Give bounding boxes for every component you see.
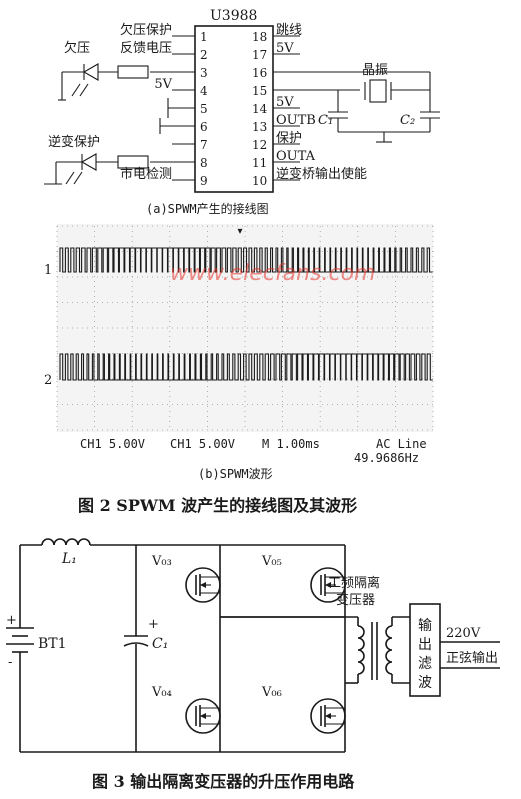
mosfet-group: [185, 567, 346, 734]
q3-label: V₀₃: [151, 554, 172, 569]
left-pin-number: 9: [200, 174, 208, 188]
right-pin-number: 16: [252, 66, 267, 80]
led-inverter-protect-diode: [80, 153, 97, 171]
left-pin-number: 8: [200, 156, 208, 170]
right-pin-group: 18 跳线 17 5V 16 15 14 5V 13 OUTB 12 保护 11 OUTA 10 逆变桥输出使…: [252, 23, 367, 188]
right-pin-number: 17: [252, 48, 267, 62]
right-pin-number: 14: [252, 102, 268, 116]
mosfet-body: [185, 567, 221, 603]
caption-b: (b)SPWM波形: [198, 467, 273, 481]
crystal-body: [369, 79, 387, 103]
right-pin-label: 逆变桥输出使能: [276, 166, 367, 182]
figure3-title: 图 3 输出隔离变压器的升压作用电路: [92, 772, 355, 791]
left-pin-label: 市电检测: [120, 166, 172, 182]
status-time: M 1.00ms: [262, 437, 320, 451]
status-frequency: 49.9686Hz: [354, 451, 419, 465]
right-pin-label: 5V: [276, 95, 294, 110]
filter-label-char: 滤: [418, 656, 432, 672]
chip-name: U3988: [210, 8, 257, 24]
inductor-label: L₁: [61, 551, 77, 567]
output-filter-box: [409, 603, 441, 697]
led-inverter-protect-label: 逆变保护: [48, 134, 100, 150]
q5-label: V₀₅: [261, 554, 282, 569]
right-pin-number: 10: [252, 174, 267, 188]
right-pin-number: 15: [252, 84, 267, 98]
mosfet-body: [310, 567, 346, 603]
q6-label: V₀₆: [261, 685, 282, 700]
mosfet-arrow: [200, 713, 206, 719]
mosfet-body: [310, 698, 346, 734]
right-pin-label: OUTB: [276, 113, 316, 128]
watermark: www.elecfans.com: [170, 261, 375, 286]
left-pin-number: 1: [200, 30, 208, 44]
mosfet-body: [185, 698, 221, 734]
u3988-chip-body: [194, 25, 274, 193]
cap-plus: +: [148, 617, 159, 632]
ch1-marker: 1: [44, 263, 52, 278]
transformer-primary-coil: [357, 625, 365, 675]
cap-label: C₁: [152, 636, 168, 652]
transformer-secondary-coil: [385, 625, 393, 675]
led1-arrow-2: [79, 83, 89, 97]
caption-a: (a)SPWM产生的接线图: [146, 201, 269, 216]
battery-plus: +: [6, 613, 17, 628]
left-pin-number: 4: [200, 84, 208, 98]
crystal-label: 晶振: [362, 63, 388, 78]
mosfet-arrow: [325, 713, 331, 719]
scope-grid: [56, 225, 434, 431]
led-undervoltage-diode: [82, 63, 99, 81]
mosfet-arrow: [325, 582, 331, 588]
oscilloscope-screen: ▾ 1 2 www.elecfans.com CH1 5.00V CH1 5.0…: [44, 224, 434, 481]
filter-label-char: 输: [418, 618, 432, 634]
left-pin-number: 2: [200, 48, 208, 62]
led2-arrow-2: [73, 171, 83, 185]
filter-label-char: 出: [418, 637, 432, 653]
output-sine: 正弦输出: [446, 650, 498, 666]
right-pin-number: 18: [252, 30, 267, 44]
filter-label-char: 波: [418, 675, 432, 691]
c2-label: C₂: [400, 113, 415, 128]
led2-arrow-1: [65, 171, 75, 185]
battery-minus: -: [8, 655, 12, 670]
left-pin-number: 6: [200, 120, 208, 134]
resistor-undervoltage: [117, 65, 149, 79]
left-pin-label: 反馈电压: [120, 41, 172, 56]
figure2-title: 图 2 SPWM 波产生的接线图及其波形: [78, 496, 358, 515]
right-pin-number: 13: [252, 120, 267, 134]
c1-label: C₁: [318, 113, 333, 128]
cap-plate-bottom: [123, 642, 149, 647]
status-trigger: AC Line: [376, 437, 427, 451]
inductor-l1: [41, 538, 91, 546]
left-pin-number: 3: [200, 66, 208, 80]
status-ch2: CH1 5.00V: [170, 437, 235, 451]
left-pin-label: 5V: [154, 77, 172, 92]
output-voltage: 220V: [446, 626, 481, 641]
right-pin-number: 12: [252, 138, 267, 152]
right-pin-number: 11: [252, 156, 267, 170]
ch2-marker: 2: [44, 373, 52, 388]
right-pin-label: 跳线: [276, 23, 302, 38]
ch2-spwm-waveform: [59, 353, 433, 381]
isolation-transformer-circuit: L₁ BT1 + - + C₁ V₀₃ V₀₄ V₀₅ V₀₆: [6, 538, 500, 753]
status-ch1: CH1 5.00V: [80, 437, 145, 451]
battery-label: BT1: [38, 636, 67, 652]
left-pin-label: 欠压保护: [120, 22, 172, 38]
left-pin-number: 5: [200, 102, 208, 116]
right-pin-label: 保护: [276, 131, 302, 146]
led1-arrow-1: [71, 83, 81, 97]
right-pin-label: 5V: [276, 41, 294, 56]
trigger-marker: ▾: [237, 226, 242, 237]
left-pin-number: 7: [200, 138, 208, 152]
ch1-spwm-waveform: [59, 247, 433, 273]
transformer-label-2: 变压器: [336, 592, 375, 608]
led-undervoltage-label: 欠压: [64, 40, 90, 56]
right-pin-label: OUTA: [276, 149, 316, 164]
q4-label: V₀₄: [151, 685, 172, 700]
mosfet-arrow: [200, 582, 206, 588]
transformer-label-1: 工频隔离: [328, 575, 380, 591]
